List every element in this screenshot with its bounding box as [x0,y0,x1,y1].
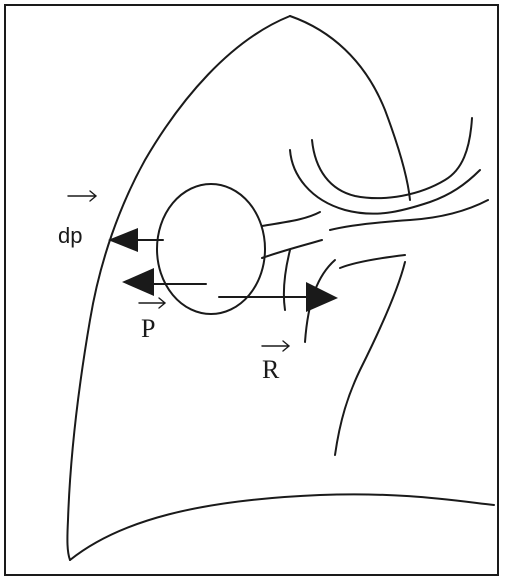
p-arrowhead [122,268,154,296]
lung-base-outline [70,494,494,560]
bronchus-branch-upper [262,212,320,226]
bronchus-lower-wall [330,200,488,230]
bronchus-upper-wall [290,150,480,214]
lung-apex-outline [290,16,410,200]
dp-vector-mark [68,191,96,201]
lung-outer-outline [67,16,290,560]
dp-label: dp [58,223,82,248]
bronchus-branch-lower-a [284,250,290,310]
r-label-group: R [262,341,289,384]
p-vector-mark [139,298,165,308]
bronchus-branch-lower-c [340,255,405,268]
dp-label-group: dp [58,191,96,248]
r-arrowhead [306,282,338,312]
nodule-ellipse [157,184,265,314]
bronchus-branch-middle [262,240,322,258]
p-label: P [141,314,155,343]
lung-medial-lower-outline [335,262,405,455]
p-label-group: P [139,298,165,343]
r-label: R [262,355,280,384]
r-vector-mark [262,341,289,351]
